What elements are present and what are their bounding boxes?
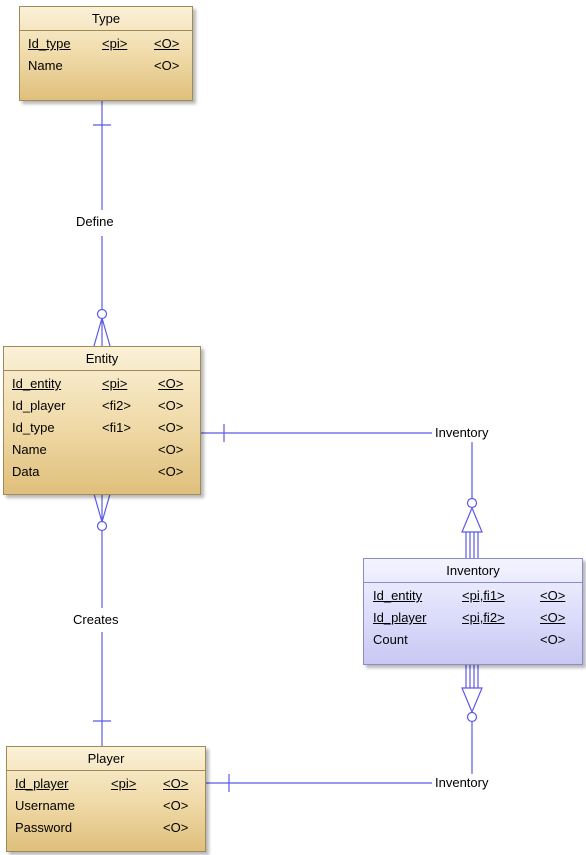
attr-key: <pi>: [102, 376, 128, 391]
entity-attr-row: Name <O>: [4, 439, 200, 461]
attr-key: <pi,fi2>: [462, 610, 505, 625]
creates-label[interactable]: Creates: [72, 612, 120, 628]
player-entity-title: Player: [7, 747, 205, 771]
attr-name: Id_entity: [12, 376, 62, 391]
attr-flag: <O>: [158, 376, 184, 391]
attr-flag: <O>: [154, 36, 180, 51]
inventory-attr-row: Count <O>: [364, 629, 582, 651]
entity-attr-row: Id_type <fi1> <O>: [4, 417, 200, 439]
inventory-bottom-triangle: [461, 687, 483, 714]
entity-attr-row: Id_player <fi2> <O>: [4, 395, 200, 417]
inventory-attr-row: Id_player <pi,fi2> <O>: [364, 607, 582, 629]
attr-name: Id_player: [15, 776, 69, 791]
attr-flag: <O>: [540, 588, 566, 603]
entity-entity[interactable]: Entity Id_entity <pi> <O> Id_player <fi2…: [3, 346, 201, 495]
entity-zero-marker: [96, 308, 108, 320]
attr-flag: <O>: [154, 58, 180, 73]
attr-key: <pi,fi1>: [462, 588, 505, 603]
type-entity-title: Type: [20, 7, 192, 31]
inventory-entity-title: Inventory: [364, 559, 582, 583]
inventory-attr-row: Id_entity <pi,fi1> <O>: [364, 585, 582, 607]
entity-attr-row: Data <O>: [4, 461, 200, 483]
attr-flag: <O>: [540, 632, 566, 647]
attr-name: Name: [12, 442, 47, 457]
attr-name: Id_player: [12, 398, 66, 413]
attr-flag: <O>: [158, 442, 184, 457]
player-attr-row: Password <O>: [7, 817, 205, 839]
inventory-bottom-zero-marker: [466, 711, 478, 723]
attr-flag: <O>: [158, 464, 184, 479]
inventory-entity[interactable]: Inventory Id_entity <pi,fi1> <O> Id_play…: [363, 558, 583, 665]
attr-name: Username: [15, 798, 75, 813]
attr-name: Count: [373, 632, 408, 647]
player-entity[interactable]: Player Id_player <pi> <O> Username <O> P…: [6, 746, 206, 852]
attr-flag: <O>: [158, 420, 184, 435]
attr-name: Id_player: [373, 610, 427, 625]
entity-attr-row: Id_entity <pi> <O>: [4, 373, 200, 395]
entity-many-marker-creates: [93, 493, 111, 523]
type-entity[interactable]: Type Id_type <pi> <O> Name <O>: [19, 6, 193, 101]
creates-zero-marker: [96, 520, 108, 532]
attr-flag: <O>: [163, 798, 189, 813]
attr-key: <pi>: [111, 776, 137, 791]
attr-name: Id_type: [12, 420, 55, 435]
type-attr-row: Id_type <pi> <O>: [20, 33, 192, 55]
attr-name: Password: [15, 820, 73, 835]
inventory-relationship-label-bottom[interactable]: Inventory: [434, 775, 490, 791]
attr-flag: <O>: [540, 610, 566, 625]
inventory-relationship-label-top[interactable]: Inventory: [434, 425, 490, 441]
attr-flag: <O>: [163, 776, 189, 791]
entity-many-marker: [93, 317, 111, 347]
player-attr-row: Username <O>: [7, 795, 205, 817]
attr-key: <fi1>: [102, 420, 131, 435]
attr-name: Id_type: [28, 36, 71, 51]
define-label[interactable]: Define: [75, 214, 115, 230]
attr-name: Id_entity: [373, 588, 423, 603]
player-attr-row: Id_player <pi> <O>: [7, 773, 205, 795]
inventory-top-triangle: [461, 506, 483, 533]
type-attr-row: Name <O>: [20, 55, 192, 77]
attr-flag: <O>: [163, 820, 189, 835]
attr-key: <pi>: [102, 36, 128, 51]
attr-name: Name: [28, 58, 63, 73]
attr-flag: <O>: [158, 398, 184, 413]
attr-name: Data: [12, 464, 40, 479]
inventory-top-zero-marker: [466, 497, 478, 509]
attr-key: <fi2>: [102, 398, 131, 413]
entity-entity-title: Entity: [4, 347, 200, 371]
